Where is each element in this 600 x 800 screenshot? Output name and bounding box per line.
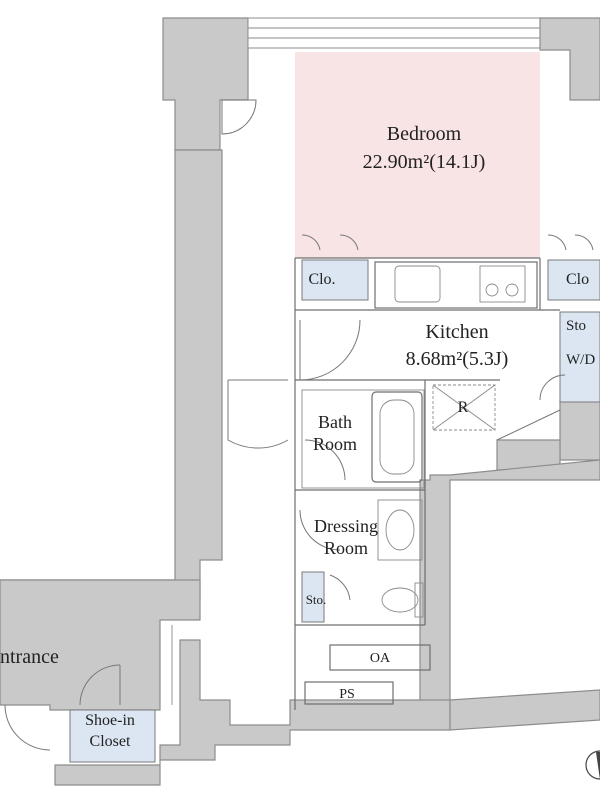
bedroom-area-text: 22.90m²(14.1J) xyxy=(363,151,486,173)
refrigerator-label: R xyxy=(458,399,469,416)
shoe-label-1: Shoe-in xyxy=(85,712,135,729)
sto-small-label: Sto. xyxy=(306,592,327,607)
oa-label: OA xyxy=(370,651,391,666)
bath-label-2: Room xyxy=(313,434,357,454)
dressing-label-2: Room xyxy=(324,538,368,558)
bedroom-area xyxy=(295,52,540,258)
shoe-label-2: Closet xyxy=(90,733,131,750)
bath-label-1: Bath xyxy=(318,412,352,432)
kitchen-name: Kitchen xyxy=(425,321,488,343)
kitchen-area-text: 8.68m²(5.3J) xyxy=(406,348,509,370)
entrance-label: ntrance xyxy=(0,646,59,668)
wd-label: W/D xyxy=(566,352,595,368)
sto-right-label: Sto xyxy=(566,318,586,334)
clo-left-label: Clo. xyxy=(308,271,335,288)
interior-lines xyxy=(69,257,600,763)
bedroom-name: Bedroom xyxy=(387,123,462,145)
walls xyxy=(0,17,600,786)
clo-right-label: Clo xyxy=(566,271,589,288)
doors xyxy=(4,99,594,751)
ps-label: PS xyxy=(339,687,355,702)
dressing-label-1: Dressing xyxy=(314,516,378,536)
compass-icon xyxy=(585,750,600,780)
room-labels: Bedroom 22.90m²(14.1J) Kitchen 8.68m²(5.… xyxy=(0,123,595,750)
